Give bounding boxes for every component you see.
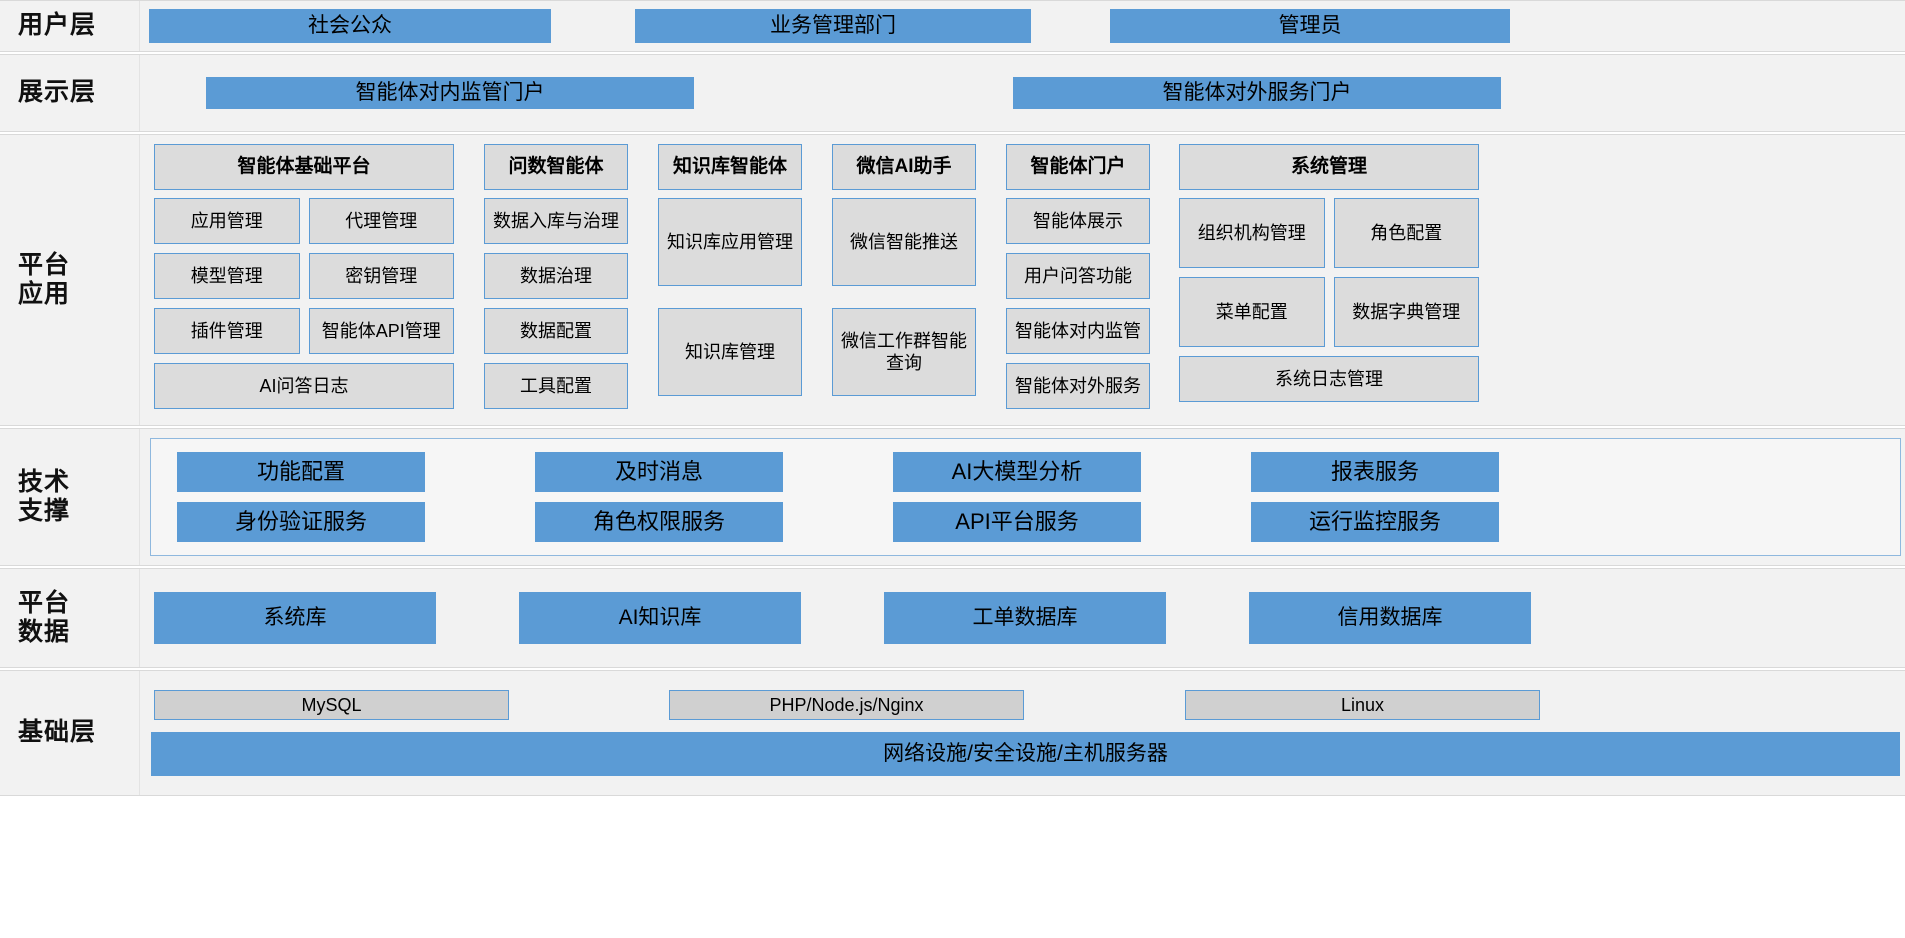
foundation-chip-row: MySQL PHP/Node.js/Nginx Linux: [148, 690, 1897, 720]
layer-body-platform-apps: 智能体基础平台 应用管理 代理管理 模型管理 密钥管理 插件管理 智能体API管…: [140, 135, 1905, 425]
tech-box-role-permission-service[interactable]: 角色权限服务: [535, 502, 783, 542]
app-cell-data-governance[interactable]: 数据治理: [484, 253, 628, 299]
app-cell-tool-config[interactable]: 工具配置: [484, 363, 628, 409]
foundation-chip-linux[interactable]: Linux: [1185, 690, 1540, 720]
tech-box-ai-large-model-analysis[interactable]: AI大模型分析: [893, 452, 1141, 492]
app-row: 组织机构管理 角色配置: [1179, 198, 1479, 268]
layer-platform-apps: 平台 应用 智能体基础平台 应用管理 代理管理 模型管理 密钥管理 插件管理: [0, 134, 1905, 426]
tech-box-api-platform-service[interactable]: API平台服务: [893, 502, 1141, 542]
app-cell-data-config[interactable]: 数据配置: [484, 308, 628, 354]
app-cell-role-config[interactable]: 角色配置: [1333, 198, 1479, 268]
app-column-system-management: 系统管理 组织机构管理 角色配置 菜单配置 数据字典管理 系统日志管理: [1179, 144, 1479, 409]
layer-label-tech-support: 技术 支撑: [0, 429, 140, 565]
app-cell-system-log-management[interactable]: 系统日志管理: [1179, 356, 1479, 402]
tech-support-frame: 功能配置 及时消息 AI大模型分析 报表服务 身份验证服务 角色权限服务 API…: [150, 438, 1901, 556]
app-row: 模型管理 密钥管理: [154, 253, 454, 299]
display-box-external-portal[interactable]: 智能体对外服务门户: [1013, 77, 1501, 109]
layer-display: 展示层 智能体对内监管门户 智能体对外服务门户: [0, 54, 1905, 132]
app-row: 应用管理 代理管理: [154, 198, 454, 244]
app-column-knowledge-base-agent: 知识库智能体 知识库应用管理 知识库管理: [658, 144, 802, 409]
app-cell-org-structure-management[interactable]: 组织机构管理: [1179, 198, 1325, 268]
user-box-public[interactable]: 社会公众: [149, 9, 551, 43]
app-column-header[interactable]: 微信AI助手: [832, 144, 976, 190]
display-box-internal-portal[interactable]: 智能体对内监管门户: [206, 77, 694, 109]
app-cell-data-dictionary-management[interactable]: 数据字典管理: [1333, 277, 1479, 347]
layer-user: 用户层 社会公众 业务管理部门 管理员: [0, 0, 1905, 52]
foundation-infrastructure-bar[interactable]: 网络设施/安全设施/主机服务器: [151, 732, 1900, 776]
layer-body-tech-support: 功能配置 及时消息 AI大模型分析 报表服务 身份验证服务 角色权限服务 API…: [140, 429, 1905, 565]
app-column-agent-base-platform: 智能体基础平台 应用管理 代理管理 模型管理 密钥管理 插件管理 智能体API管…: [154, 144, 454, 409]
user-box-row: 社会公众 业务管理部门 管理员: [148, 9, 1897, 43]
layer-label-user: 用户层: [0, 1, 140, 51]
layer-platform-data: 平台 数据 系统库 AI知识库 工单数据库 信用数据库: [0, 568, 1905, 668]
foundation-chip-php-node-nginx[interactable]: PHP/Node.js/Nginx: [669, 690, 1024, 720]
app-cell-menu-config[interactable]: 菜单配置: [1179, 277, 1325, 347]
app-column-header[interactable]: 智能体基础平台: [154, 144, 454, 190]
app-cell-kb-application-management[interactable]: 知识库应用管理: [658, 198, 802, 286]
platform-data-row: 系统库 AI知识库 工单数据库 信用数据库: [148, 592, 1897, 644]
app-column-header[interactable]: 智能体门户: [1006, 144, 1150, 190]
tech-box-function-config[interactable]: 功能配置: [177, 452, 425, 492]
app-cell-model-management[interactable]: 模型管理: [154, 253, 300, 299]
tech-support-row: 功能配置 及时消息 AI大模型分析 报表服务: [177, 452, 1874, 492]
app-column-header[interactable]: 系统管理: [1179, 144, 1479, 190]
layer-label-platform-data: 平台 数据: [0, 569, 140, 667]
layer-body-foundation: MySQL PHP/Node.js/Nginx Linux 网络设施/安全设施/…: [140, 671, 1905, 795]
foundation-chip-mysql[interactable]: MySQL: [154, 690, 509, 720]
app-cell-agent-internal-supervision[interactable]: 智能体对内监管: [1006, 308, 1150, 354]
layer-label-platform-apps: 平台 应用: [0, 135, 140, 425]
layer-label-display: 展示层: [0, 55, 140, 131]
data-box-credit-db[interactable]: 信用数据库: [1249, 592, 1531, 644]
app-cell-key-management[interactable]: 密钥管理: [308, 253, 454, 299]
app-cell-plugin-management[interactable]: 插件管理: [154, 308, 300, 354]
app-column-agent-portal: 智能体门户 智能体展示 用户问答功能 智能体对内监管 智能体对外服务: [1006, 144, 1150, 409]
tech-box-identity-auth-service[interactable]: 身份验证服务: [177, 502, 425, 542]
data-box-ai-knowledge-db[interactable]: AI知识库: [519, 592, 801, 644]
layer-body-user: 社会公众 业务管理部门 管理员: [140, 1, 1905, 51]
app-cell-agent-api-management[interactable]: 智能体API管理: [308, 308, 454, 354]
app-cell-agent-showcase[interactable]: 智能体展示: [1006, 198, 1150, 244]
app-cell-kb-management[interactable]: 知识库管理: [658, 308, 802, 396]
tech-box-instant-message[interactable]: 及时消息: [535, 452, 783, 492]
tech-support-row: 身份验证服务 角色权限服务 API平台服务 运行监控服务: [177, 502, 1874, 542]
layer-foundation: 基础层 MySQL PHP/Node.js/Nginx Linux 网络设施/安…: [0, 670, 1905, 796]
app-column-header[interactable]: 知识库智能体: [658, 144, 802, 190]
layer-tech-support: 技术 支撑 功能配置 及时消息 AI大模型分析 报表服务 身份验证服务 角色权限…: [0, 428, 1905, 566]
app-column-wechat-ai-assistant: 微信AI助手 微信智能推送 微信工作群智能查询: [832, 144, 976, 409]
app-cell-user-qa-function[interactable]: 用户问答功能: [1006, 253, 1150, 299]
app-cell-agent-management[interactable]: 代理管理: [308, 198, 454, 244]
layer-label-foundation: 基础层: [0, 671, 140, 795]
app-cell-wechat-smart-push[interactable]: 微信智能推送: [832, 198, 976, 286]
app-cell-data-ingest-governance[interactable]: 数据入库与治理: [484, 198, 628, 244]
app-cell-wechat-group-query[interactable]: 微信工作群智能查询: [832, 308, 976, 396]
platform-apps-columns: 智能体基础平台 应用管理 代理管理 模型管理 密钥管理 插件管理 智能体API管…: [148, 144, 1897, 409]
data-box-work-order-db[interactable]: 工单数据库: [884, 592, 1166, 644]
display-box-row: 智能体对内监管门户 智能体对外服务门户: [148, 77, 1897, 109]
user-box-admin[interactable]: 管理员: [1110, 9, 1510, 43]
user-box-business-dept[interactable]: 业务管理部门: [635, 9, 1031, 43]
tech-box-report-service[interactable]: 报表服务: [1251, 452, 1499, 492]
app-row: 菜单配置 数据字典管理: [1179, 277, 1479, 347]
layer-body-platform-data: 系统库 AI知识库 工单数据库 信用数据库: [140, 569, 1905, 667]
app-cell-application-management[interactable]: 应用管理: [154, 198, 300, 244]
layer-body-display: 智能体对内监管门户 智能体对外服务门户: [140, 55, 1905, 131]
app-cell-ai-qa-log[interactable]: AI问答日志: [154, 363, 454, 409]
app-row: 插件管理 智能体API管理: [154, 308, 454, 354]
app-column-header[interactable]: 问数智能体: [484, 144, 628, 190]
app-cell-agent-external-service[interactable]: 智能体对外服务: [1006, 363, 1150, 409]
app-column-data-query-agent: 问数智能体 数据入库与治理 数据治理 数据配置 工具配置: [484, 144, 628, 409]
data-box-system-db[interactable]: 系统库: [154, 592, 436, 644]
tech-box-runtime-monitor-service[interactable]: 运行监控服务: [1251, 502, 1499, 542]
